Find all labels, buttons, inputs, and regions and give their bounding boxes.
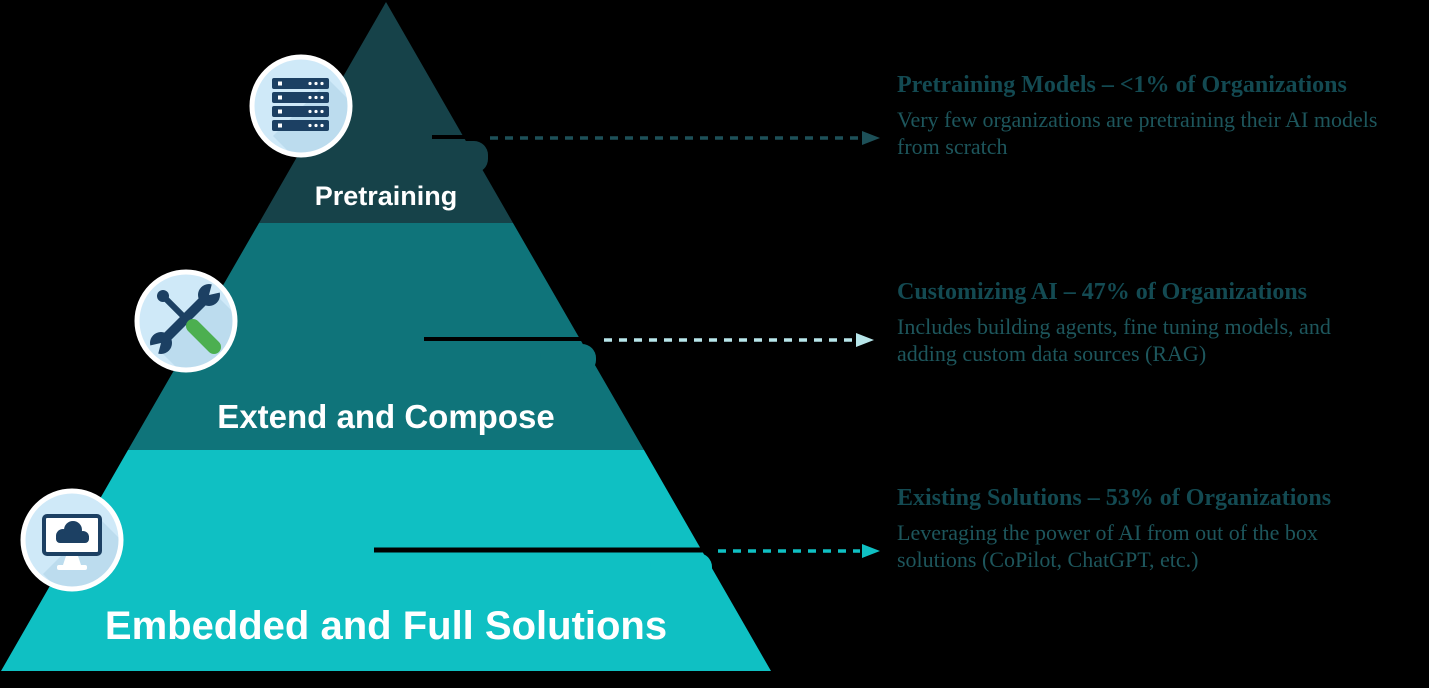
connector-lines [374,135,706,553]
server-rack-icon [249,54,353,158]
annotation-pretraining: Pretraining Models – <1% of Organization… [897,72,1429,160]
arrow-pretraining [490,131,880,145]
arrow-existing [718,544,880,558]
tier-extend-compose-shape [128,223,644,450]
monitor-cloud-icon [20,488,124,592]
cloud-glyph [56,521,89,543]
arrow-pretraining-head [862,131,880,145]
monitor-base [57,565,87,570]
annotation-existing: Existing Solutions – 53% of Organization… [897,485,1429,573]
screwdriver-handle [186,319,221,354]
tier1-connector-tab [432,141,488,173]
monitor-stand [63,556,81,565]
annotation-pretraining-heading: Pretraining Models – <1% of Organization… [897,72,1347,98]
tier-label-embedded-full: Embedded and Full Solutions [104,604,668,648]
tier2-connector-tab [540,344,596,374]
monitor-icon-ring [20,488,124,592]
tier-embedded-shape [1,450,771,671]
annotation-customizing-heading: Customizing AI – 47% of Organizations [897,279,1308,305]
arrow-customizing-head [856,333,874,347]
arrow-customizing [604,333,874,347]
annotation-pretraining-body: Very few organizations are pretraining t… [897,107,1378,159]
wrench-shaft [163,297,207,341]
tools-icon [134,269,238,373]
tier-label-extend-compose: Extend and Compose [217,398,555,435]
annotation-existing-body: Leveraging the power of AI from out of t… [897,520,1318,572]
pyramid-tiers [1,2,771,671]
arrow-existing-head [862,544,880,558]
server-bars [272,78,329,131]
annotation-customizing: Customizing AI – 47% of Organizations In… [897,279,1429,367]
server-icon-ring [249,54,353,158]
annotation-customizing-body: Includes building agents, fine tuning mo… [897,314,1331,366]
tools-icon-ring [134,269,238,373]
tier3-connector-tab [650,553,712,583]
server-bar-details [278,81,324,128]
tier-label-pretraining: Pretraining [314,181,458,211]
annotation-existing-heading: Existing Solutions – 53% of Organization… [897,485,1332,511]
